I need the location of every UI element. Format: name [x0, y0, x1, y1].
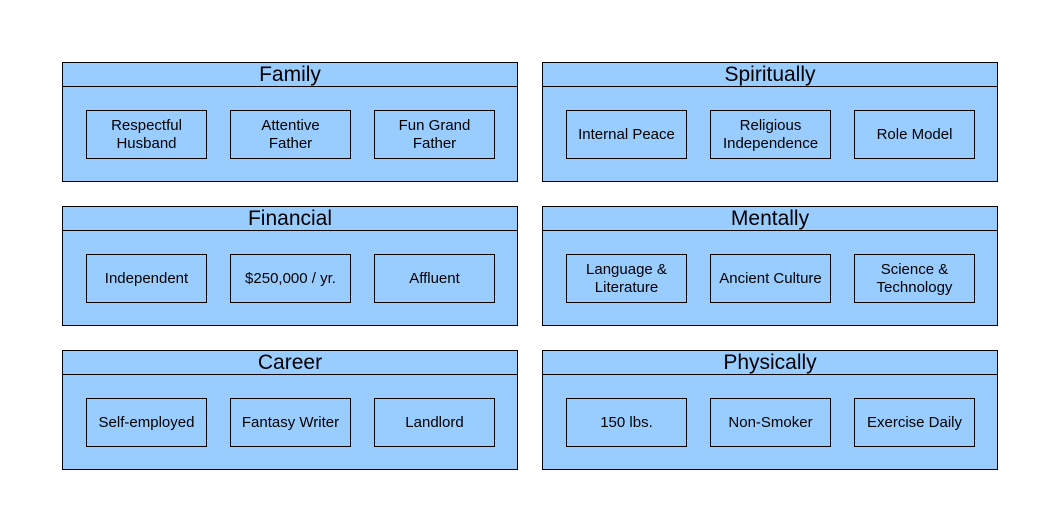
- goal-box: Attentive Father: [230, 110, 351, 159]
- goal-box: Religious Independence: [710, 110, 831, 159]
- panel-physically: Physically 150 lbs. Non-Smoker Exercise …: [542, 350, 998, 470]
- panel-title: Physically: [543, 351, 997, 375]
- goal-box: Internal Peace: [566, 110, 687, 159]
- panel-title: Spiritually: [543, 63, 997, 87]
- goal-box: Science & Technology: [854, 254, 975, 303]
- panel-title: Career: [63, 351, 517, 375]
- goal-box: Language & Literature: [566, 254, 687, 303]
- goal-box: Exercise Daily: [854, 398, 975, 447]
- panel-financial: Financial Independent $250,000 / yr. Aff…: [62, 206, 518, 326]
- goal-box: Affluent: [374, 254, 495, 303]
- panel-mentally: Mentally Language & Literature Ancient C…: [542, 206, 998, 326]
- goal-box: Non-Smoker: [710, 398, 831, 447]
- panel-title: Family: [63, 63, 517, 87]
- goal-box: Self-employed: [86, 398, 207, 447]
- goal-box: 150 lbs.: [566, 398, 687, 447]
- goal-box: Respectful Husband: [86, 110, 207, 159]
- goal-box: Ancient Culture: [710, 254, 831, 303]
- goal-box: Fantasy Writer: [230, 398, 351, 447]
- panel-career: Career Self-employed Fantasy Writer Land…: [62, 350, 518, 470]
- goal-box: Independent: [86, 254, 207, 303]
- goal-box: Role Model: [854, 110, 975, 159]
- panel-spiritually: Spiritually Internal Peace Religious Ind…: [542, 62, 998, 182]
- goal-box: Fun Grand Father: [374, 110, 495, 159]
- panel-title: Mentally: [543, 207, 997, 231]
- goal-box: Landlord: [374, 398, 495, 447]
- panel-family: Family Respectful Husband Attentive Fath…: [62, 62, 518, 182]
- panel-title: Financial: [63, 207, 517, 231]
- goal-box: $250,000 / yr.: [230, 254, 351, 303]
